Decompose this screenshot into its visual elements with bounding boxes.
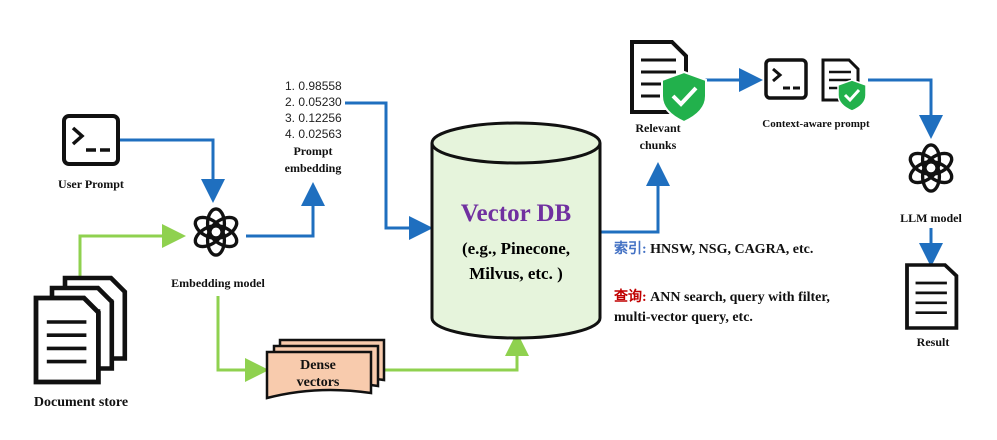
embedding-value: 3. 0.12256 <box>285 111 342 125</box>
query-text: ANN search, query with filter, <box>646 290 830 305</box>
document-shield-icon <box>630 40 707 124</box>
query-note: 查询: ANN search, query with filter, multi… <box>614 288 830 328</box>
vector-db-title: Vector DB <box>460 200 572 227</box>
index-text: HNSW, NSG, CAGRA, etc. <box>646 242 814 257</box>
db-line: Milvus, etc. ) <box>469 264 563 283</box>
prompt-embedding-values: 1. 0.98558 2. 0.05230 3. 0.12256 4. 0.02… <box>285 78 342 142</box>
index-note: 索引: HNSW, NSG, CAGRA, etc. <box>614 240 813 260</box>
embedding-value: 2. 0.05230 <box>285 95 342 109</box>
context-document-shield-icon <box>821 58 867 112</box>
relevant-chunks-label: Relevant chunks <box>635 120 680 154</box>
user-prompt-label: User Prompt <box>58 177 124 191</box>
query-key: 查询: <box>614 290 647 305</box>
dense-vectors-stack <box>265 338 386 400</box>
llm-model-label: LLM model <box>900 211 962 225</box>
dense-vectors-label: Dense vectors <box>297 357 340 391</box>
db-line: (e.g., Pinecone, <box>461 239 571 258</box>
label-line: embedding <box>284 161 342 175</box>
query-text-2: multi-vector query, etc. <box>614 310 753 325</box>
result-document-icon <box>905 263 959 330</box>
vector-db-cylinder <box>430 121 602 340</box>
green-arrows <box>78 224 529 382</box>
documents-stack-icon <box>36 278 125 382</box>
terminal-icon <box>62 114 120 166</box>
llm-openai-logo-icon <box>905 143 957 193</box>
label-line: chunks <box>639 138 677 152</box>
document-store-label: Document store <box>33 395 129 410</box>
embedding-model-label: Embedding model <box>171 276 265 290</box>
embedding-value: 4. 0.02563 <box>285 127 342 141</box>
blue-arrows <box>90 68 943 267</box>
prompt-embedding-label: Prompt embedding <box>285 143 342 177</box>
label-line: Relevant <box>635 121 681 135</box>
label-line: Dense <box>300 358 336 373</box>
vector-db-examples: (e.g., Pinecone, Milvus, etc. ) <box>462 236 570 286</box>
openai-logo-icon <box>190 207 242 257</box>
context-terminal-icon <box>764 58 808 100</box>
label-line: vectors <box>296 375 340 390</box>
label-line: Prompt <box>293 144 333 158</box>
index-key: 索引: <box>614 242 647 257</box>
result-label: Result <box>916 335 950 349</box>
embedding-value: 1. 0.98558 <box>285 79 342 93</box>
context-prompt-label: Context-aware prompt <box>762 118 870 130</box>
